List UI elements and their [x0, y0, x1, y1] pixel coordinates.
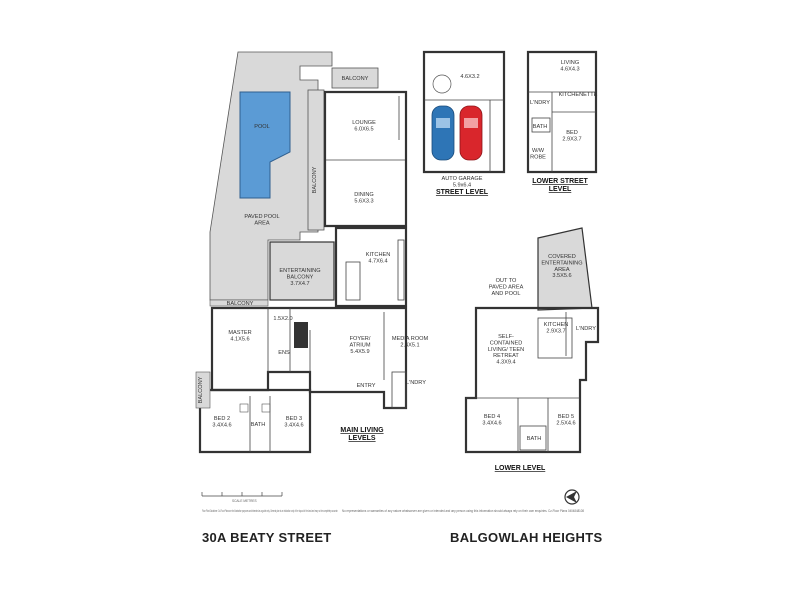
room-balcony-bottom: BALCONY [227, 301, 254, 307]
entertaining-balcony-shape [269, 241, 335, 301]
room-lndry-lower: L'NDRY [576, 326, 596, 332]
disclaimer-left: Floor Plan Disclaimer: Cz-Floor Plans ar… [202, 509, 338, 513]
address-label: 30A BEATY STREET [202, 530, 332, 545]
room-bath-lower-street: BATH [533, 124, 548, 130]
room-balcony-left: BALCONY [198, 376, 204, 403]
room-bath-main: BATH [251, 422, 266, 428]
balcony-top-shape [331, 67, 379, 89]
room-kitchenette: KITCHENETTE [559, 92, 598, 98]
scale-bar: SCALE METRES [201, 492, 283, 503]
balcony-side-shape [307, 89, 325, 231]
street-level-walls [422, 50, 506, 174]
room-bath-lower: BATH [527, 436, 542, 442]
room-lndry-lower-street: L'NDRY [530, 100, 550, 106]
lower-street-walls [526, 50, 598, 174]
level-street: STREET LEVEL [436, 189, 489, 196]
level-lower: LOWER LEVEL [495, 465, 546, 472]
suburb-label: BALGOWLAH HEIGHTS [450, 530, 603, 545]
disclaimer-left-text: Floor Plan Disclaimer: Cz-Floor Plans ar… [202, 509, 338, 513]
car-red [459, 105, 483, 161]
disclaimer-right: No representations or warranties of any … [342, 509, 584, 513]
balcony-left-shape [195, 371, 211, 409]
room-pool: POOL [254, 124, 270, 130]
room-ens: ENS [278, 350, 290, 356]
disclaimer-right-text: No representations or warranties of any … [342, 509, 584, 513]
room-street: 4.6X3.2 [460, 74, 479, 80]
scale-label: SCALE METRES [232, 499, 257, 503]
room-balcony-top: BALCONY [342, 76, 369, 82]
lounge-dining-walls [323, 90, 408, 228]
room-wir: 1.5X2.0 [273, 316, 292, 322]
room-balcony-side: BALCONY [312, 166, 318, 193]
pool-shape [239, 91, 291, 199]
north-arrow-icon [564, 489, 580, 505]
kitchen-walls [334, 226, 408, 308]
room-lndry-main: L'NDRY [406, 380, 426, 386]
room-entry: ENTRY [357, 383, 376, 389]
balcony-bottom-shape [209, 299, 269, 307]
car-blue [431, 105, 455, 161]
bedroom-block-walls [198, 388, 312, 454]
